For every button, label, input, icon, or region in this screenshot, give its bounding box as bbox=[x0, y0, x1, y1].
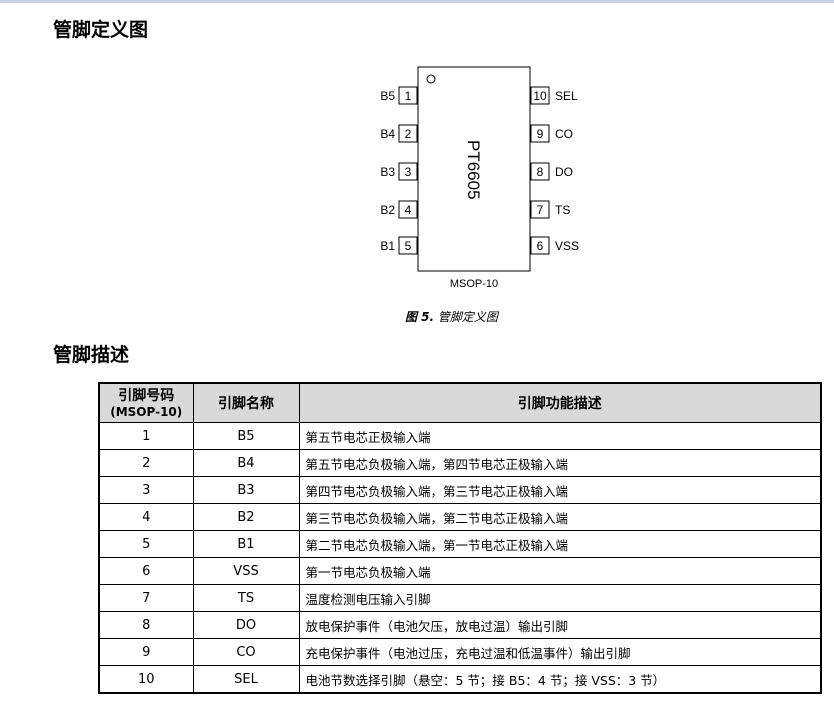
pin-number: 2 bbox=[405, 127, 412, 141]
pin-number-cell: 3 bbox=[98, 476, 194, 504]
pin-name-cell: B3 bbox=[192, 476, 300, 504]
pin-label: B1 bbox=[380, 239, 395, 253]
pin-description-table: 引脚号码 (MSOP-10) 引脚名称 引脚功能描述 1 B5 第五节电芯正极输… bbox=[98, 382, 822, 694]
table-row: 5 B1 第二节电芯负极输入端，第一节电芯正极输入端 bbox=[98, 530, 822, 558]
pin-number: 9 bbox=[537, 127, 544, 141]
header-pin-number-label: 引脚号码 bbox=[118, 387, 175, 404]
pin-name-cell: DO bbox=[192, 611, 300, 639]
pin-function-cell: 温度检测电压输入引脚 bbox=[298, 584, 822, 612]
table-row: 10 SEL 电池节数选择引脚（悬空：5 节；接 B5：4 节；接 VSS：3 … bbox=[98, 665, 822, 694]
pin-number: 3 bbox=[405, 165, 412, 179]
pin-name-cell: B5 bbox=[192, 422, 300, 450]
pin-number: 4 bbox=[405, 203, 412, 217]
pin-function-cell: 放电保护事件（电池欠压，放电过温）输出引脚 bbox=[298, 611, 822, 639]
pin-label: B3 bbox=[380, 165, 395, 179]
pin-diagram: PT6605 B5 1 B4 2 B3 3 B2 4 B1 5 10 SEL 9… bbox=[380, 66, 579, 290]
pin-function-cell: 第一节电芯负极输入端 bbox=[298, 557, 822, 585]
pin-number: 1 bbox=[405, 89, 412, 103]
table-row: 4 B2 第三节电芯负极输入端，第二节电芯正极输入端 bbox=[98, 503, 822, 531]
pin-name-cell: B2 bbox=[192, 503, 300, 531]
pin-name-cell: B1 bbox=[192, 530, 300, 558]
pin-number: 8 bbox=[537, 165, 544, 179]
table-row: 6 VSS 第一节电芯负极输入端 bbox=[98, 557, 822, 585]
table-header-row: 引脚号码 (MSOP-10) 引脚名称 引脚功能描述 bbox=[98, 382, 822, 423]
right-pin-7: 7 TS bbox=[530, 200, 570, 219]
table-row: 3 B3 第四节电芯负极输入端，第三节电芯正极输入端 bbox=[98, 476, 822, 504]
pin-number: 6 bbox=[537, 239, 544, 253]
pin-number-cell: 5 bbox=[98, 530, 194, 558]
table-row: 8 DO 放电保护事件（电池欠压，放电过温）输出引脚 bbox=[98, 611, 822, 639]
pin-function-cell: 第五节电芯负极输入端，第四节电芯正极输入端 bbox=[298, 449, 822, 477]
pin-number-cell: 4 bbox=[98, 503, 194, 531]
right-pin-8: 8 DO bbox=[530, 162, 573, 181]
section-title-pin-definition: 管脚定义图 bbox=[53, 19, 149, 41]
pin-number: 7 bbox=[537, 203, 544, 217]
pin-name-cell: B4 bbox=[192, 449, 300, 477]
right-pin-9: 9 CO bbox=[530, 124, 573, 143]
left-pin-1: B5 1 bbox=[380, 86, 418, 105]
pin-number-cell: 7 bbox=[98, 584, 194, 612]
pin-label: B5 bbox=[380, 89, 395, 103]
chip-body bbox=[417, 66, 531, 272]
pin1-marker-icon bbox=[426, 74, 436, 84]
pin-name-cell: SEL bbox=[192, 665, 300, 694]
pin-label: SEL bbox=[555, 89, 578, 103]
pin-number-cell: 9 bbox=[98, 638, 194, 666]
pin-label: B4 bbox=[380, 127, 395, 141]
pin-number-cell: 8 bbox=[98, 611, 194, 639]
header-pin-function: 引脚功能描述 bbox=[298, 382, 822, 423]
pin-function-cell: 第三节电芯负极输入端，第二节电芯正极输入端 bbox=[298, 503, 822, 531]
header-pin-name: 引脚名称 bbox=[192, 382, 300, 423]
pin-function-cell: 第四节电芯负极输入端，第三节电芯正极输入端 bbox=[298, 476, 822, 504]
pin-name-cell: VSS bbox=[192, 557, 300, 585]
pin-function-cell: 电池节数选择引脚（悬空：5 节；接 B5：4 节；接 VSS：3 节） bbox=[298, 665, 822, 694]
table-row: 2 B4 第五节电芯负极输入端，第四节电芯正极输入端 bbox=[98, 449, 822, 477]
right-pin-10: 10 SEL bbox=[530, 86, 578, 105]
left-pin-3: B3 3 bbox=[380, 162, 418, 181]
pin-name-cell: TS bbox=[192, 584, 300, 612]
pin-label: CO bbox=[555, 127, 573, 141]
pin-label: DO bbox=[555, 165, 573, 179]
pin-function-cell: 第二节电芯负极输入端，第一节电芯正极输入端 bbox=[298, 530, 822, 558]
pin-function-cell: 第五节电芯正极输入端 bbox=[298, 422, 822, 450]
pin-number-cell: 6 bbox=[98, 557, 194, 585]
table-row: 7 TS 温度检测电压输入引脚 bbox=[98, 584, 822, 612]
pin-function-cell: 充电保护事件（电池过压，充电过温和低温事件）输出引脚 bbox=[298, 638, 822, 666]
figure-caption-text: 管脚定义图 bbox=[437, 310, 498, 324]
pin-number-cell: 10 bbox=[98, 665, 194, 694]
pin-number: 5 bbox=[405, 239, 412, 253]
right-pin-6: 6 VSS bbox=[530, 236, 579, 255]
pin-name-cell: CO bbox=[192, 638, 300, 666]
package-label: MSOP-10 bbox=[450, 278, 498, 290]
figure-caption-label: 图 5. bbox=[405, 310, 435, 324]
header-pin-number-sub: (MSOP-10) bbox=[110, 404, 183, 419]
table-row: 9 CO 充电保护事件（电池过压，充电过温和低温事件）输出引脚 bbox=[98, 638, 822, 666]
pin-number-cell: 1 bbox=[98, 422, 194, 450]
left-pin-5: B1 5 bbox=[380, 236, 418, 255]
pin-label: B2 bbox=[380, 203, 395, 217]
header-pin-number: 引脚号码 (MSOP-10) bbox=[98, 382, 194, 423]
pin-number-cell: 2 bbox=[98, 449, 194, 477]
pin-label: TS bbox=[555, 203, 570, 217]
section-title-pin-description: 管脚描述 bbox=[53, 344, 130, 366]
left-pin-4: B2 4 bbox=[380, 200, 418, 219]
top-border-line bbox=[0, 0, 834, 3]
figure-caption: 图 5. 管脚定义图 bbox=[405, 308, 498, 325]
left-pin-2: B4 2 bbox=[380, 124, 418, 143]
pin-label: VSS bbox=[555, 239, 579, 253]
chip-name: PT6605 bbox=[464, 140, 483, 200]
table-row: 1 B5 第五节电芯正极输入端 bbox=[98, 422, 822, 450]
pin-number: 10 bbox=[533, 89, 547, 103]
